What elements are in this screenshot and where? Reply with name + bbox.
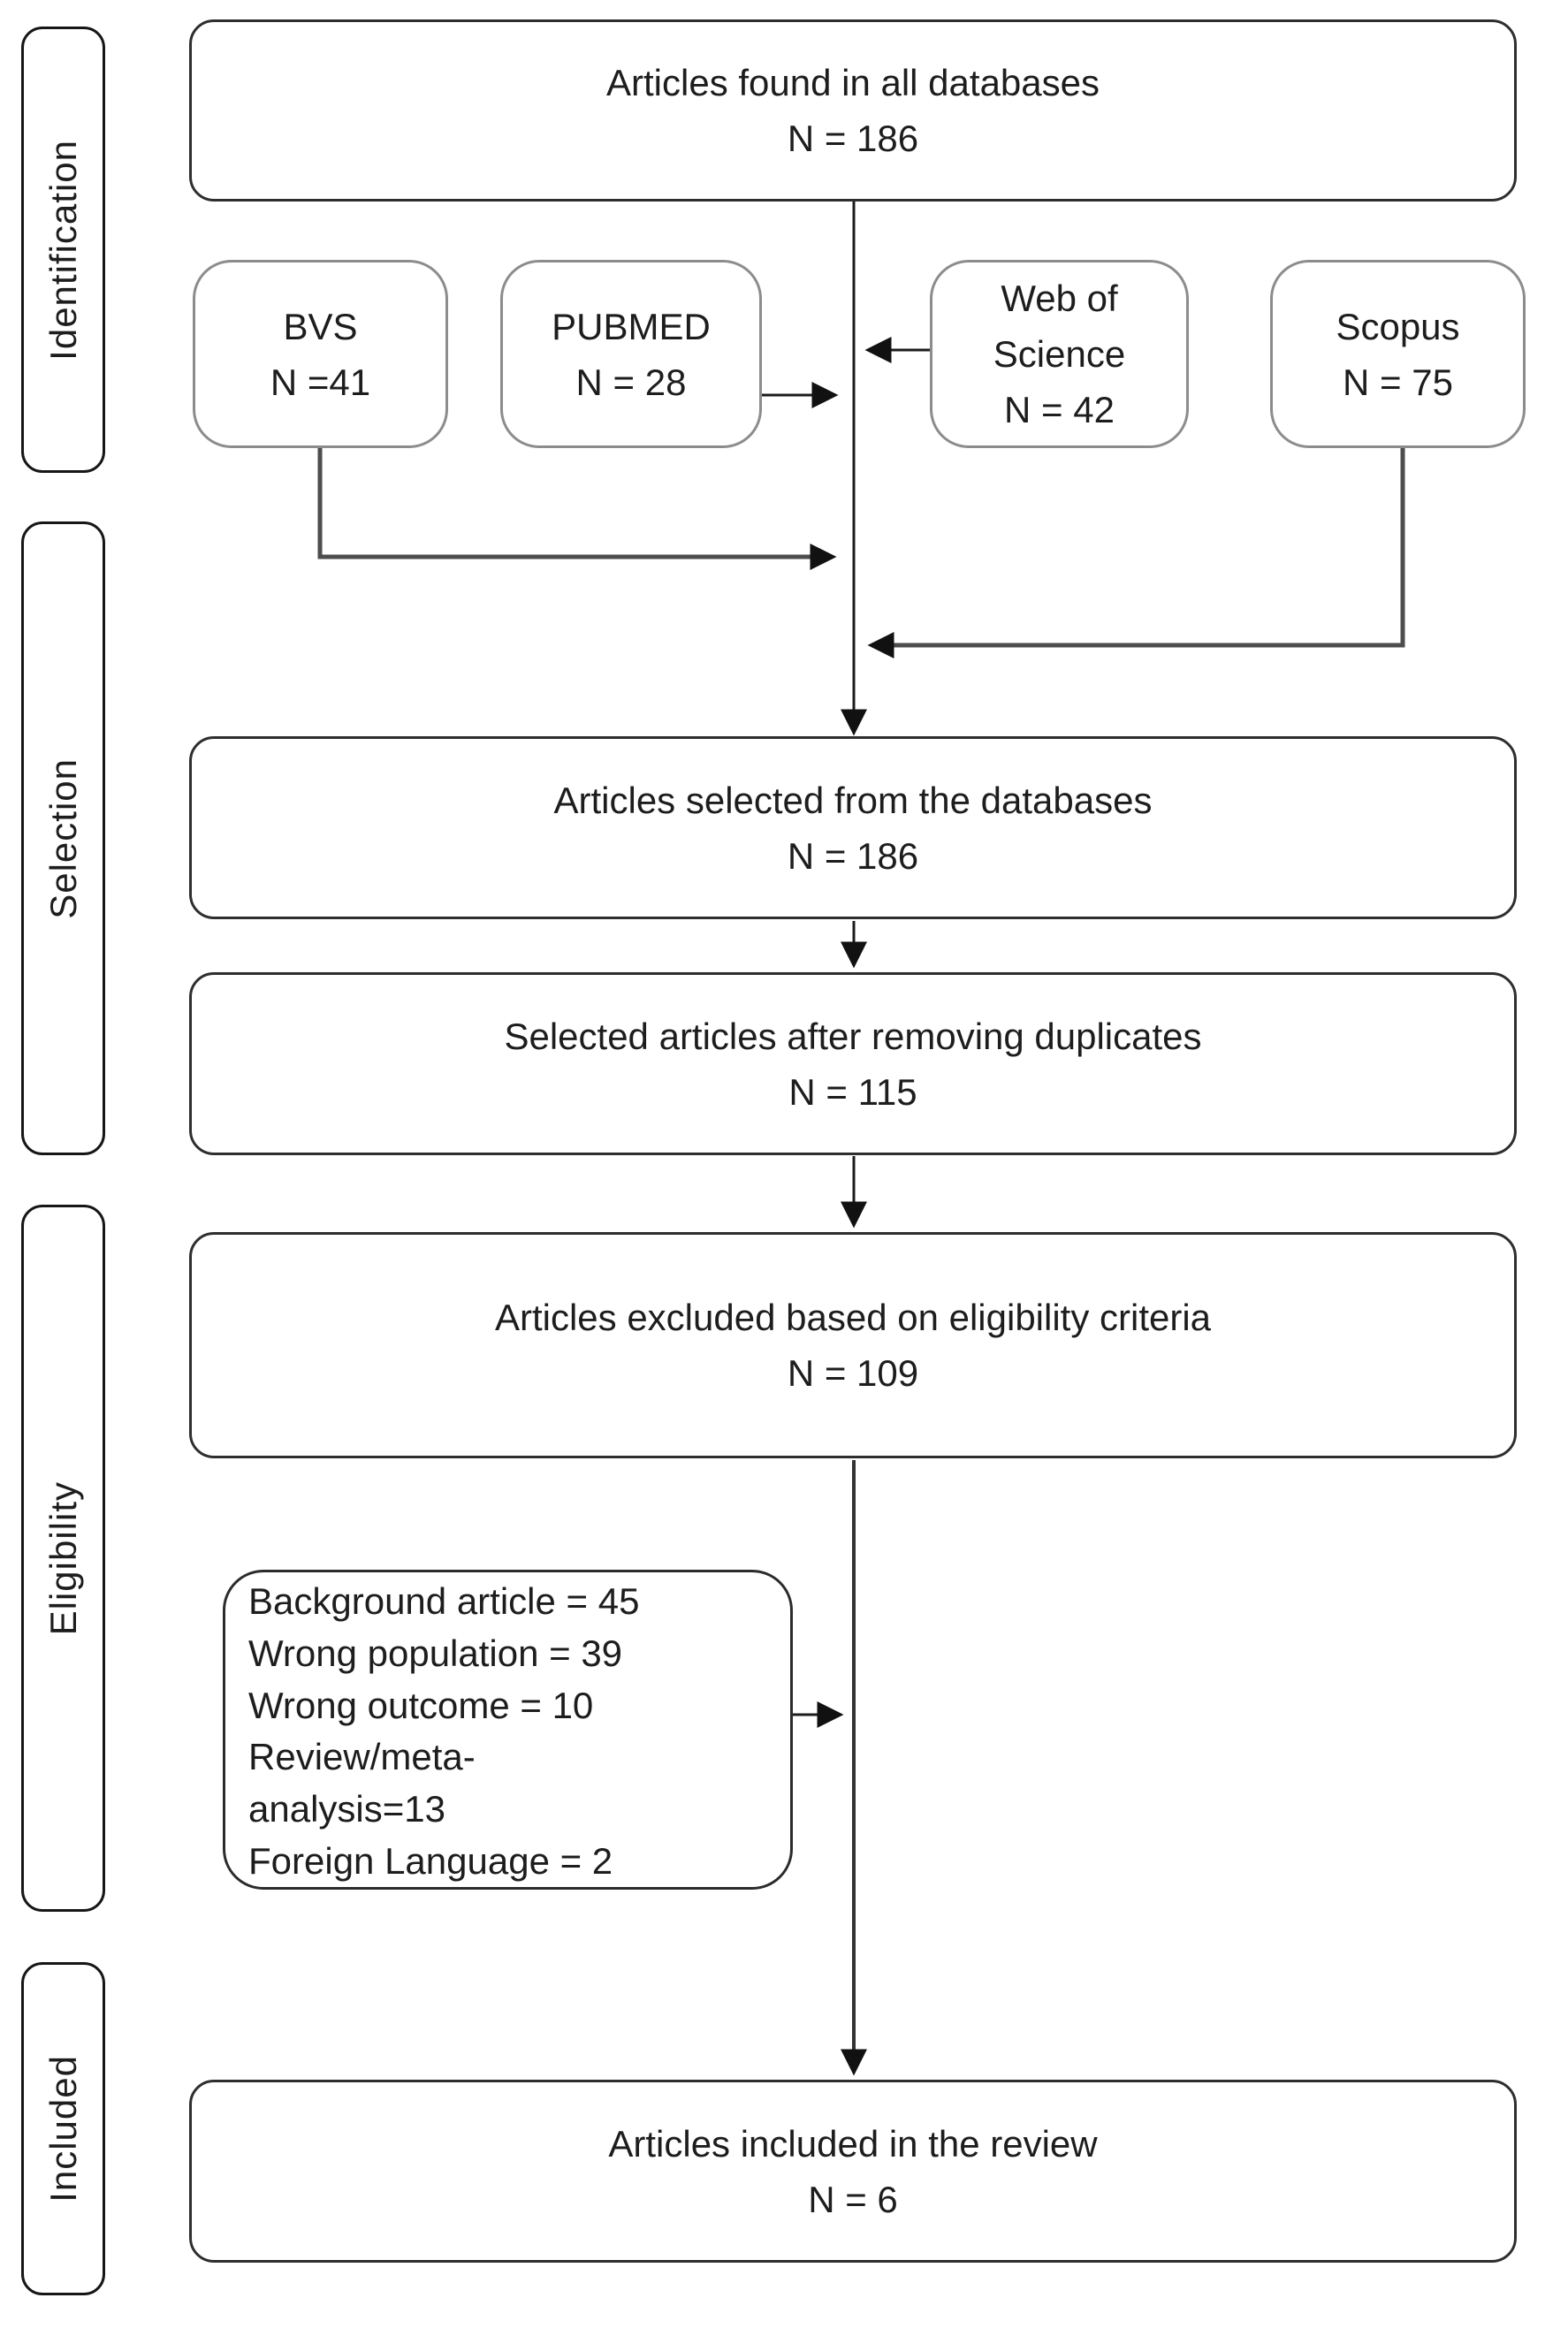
- box-title: Scopus: [1336, 305, 1460, 347]
- box-count: N =41: [270, 361, 371, 403]
- stage-label-selection: Selection: [21, 521, 105, 1155]
- exclusion-reason: Review/meta-: [248, 1736, 476, 1778]
- box-pubmed: PUBMED N = 28: [500, 260, 762, 448]
- box-scopus: Scopus N = 75: [1270, 260, 1526, 448]
- box-title: Selected articles after removing duplica…: [504, 1015, 1202, 1057]
- exclusion-reason: analysis=13: [248, 1788, 445, 1830]
- box-title: Articles excluded based on eligibility c…: [494, 1297, 1212, 1338]
- stage-label-text: Eligibility: [42, 1480, 84, 1636]
- box-title: Web of Science: [993, 278, 1129, 375]
- stage-label-text: Identification: [42, 139, 84, 361]
- stage-label-text: Included: [42, 2055, 84, 2203]
- box-articles-included: Articles included in the review N = 6: [189, 2080, 1517, 2263]
- box-count: N = 186: [787, 118, 919, 159]
- box-count: N = 75: [1343, 361, 1453, 403]
- stage-label-eligibility: Eligibility: [21, 1205, 105, 1912]
- arrow-bvs-to-trunk: [317, 448, 837, 570]
- box-title: Articles found in all databases: [606, 62, 1100, 103]
- stage-label-included: Included: [21, 1962, 105, 2295]
- box-articles-found: Articles found in all databases N = 186: [189, 19, 1517, 202]
- box-count: N = 109: [787, 1352, 919, 1394]
- box-exclusion-reasons: Background article = 45 Wrong population…: [223, 1570, 793, 1890]
- box-duplicates-removed: Selected articles after removing duplica…: [189, 972, 1517, 1155]
- box-title: BVS: [283, 305, 358, 347]
- exclusion-reason: Background article = 45: [248, 1580, 640, 1622]
- box-title: PUBMED: [552, 305, 711, 347]
- box-title: Articles selected from the databases: [553, 779, 1153, 821]
- box-articles-selected: Articles selected from the databases N =…: [189, 736, 1517, 919]
- box-count: N = 42: [1004, 389, 1115, 430]
- exclusion-reason: Wrong outcome = 10: [248, 1684, 594, 1726]
- box-bvs: BVS N =41: [193, 260, 448, 448]
- box-count: N = 186: [787, 834, 919, 877]
- stage-label-text: Selection: [42, 757, 84, 919]
- box-count: N = 28: [575, 361, 687, 403]
- box-articles-excluded: Articles excluded based on eligibility c…: [189, 1232, 1517, 1458]
- stage-label-identification: Identification: [21, 27, 105, 473]
- box-count: N = 115: [788, 1070, 917, 1113]
- exclusion-reason: Wrong population = 39: [248, 1632, 623, 1674]
- arrow-scopus-to-trunk: [867, 448, 1405, 658]
- box-count: N = 6: [808, 2178, 898, 2220]
- exclusion-reason: Foreign Language = 2: [248, 1839, 613, 1882]
- box-title: Articles included in the review: [608, 2122, 1098, 2165]
- box-web-of-science: Web of Science N = 42: [930, 260, 1189, 448]
